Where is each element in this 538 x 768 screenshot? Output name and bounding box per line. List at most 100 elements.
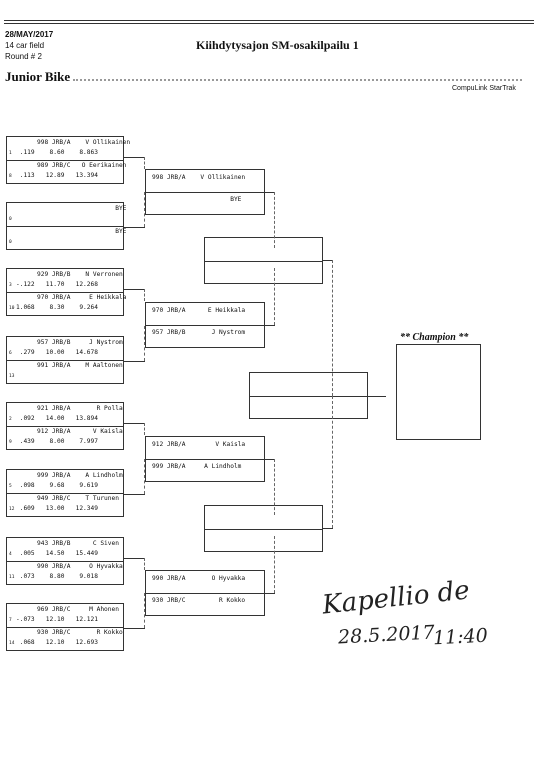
bracket-connector-vertical <box>144 593 145 628</box>
bracket-connector-vertical <box>144 558 145 570</box>
run-times: .439 8.00 7.997 <box>16 438 98 445</box>
bracket-connector-vertical <box>332 396 333 528</box>
bracket-connector-vertical <box>144 326 145 361</box>
racer-entry: BYE <box>37 228 127 235</box>
racer-entry: 949 JRB/C T Turunen <box>37 495 119 502</box>
lane-number: 7 <box>9 618 12 623</box>
lane-number: 0 <box>9 217 12 222</box>
run-times: -.073 12.10 12.121 <box>16 616 98 623</box>
run-times: .005 14.50 15.449 <box>16 550 98 557</box>
header-date: 28/MAY/2017 <box>5 30 54 39</box>
run-times: .119 8.60 8.863 <box>16 149 98 156</box>
racer-entry: 930 JRB/C R Kokko <box>152 597 246 604</box>
racer-entry: 989 JRB/C O Eerikainen <box>37 162 127 169</box>
round2-match-2-lane-1: 970 JRB/A E Heikkala <box>146 303 264 326</box>
racer-entry: 921 JRB/A R Polla <box>37 405 123 412</box>
bracket-connector <box>368 396 386 397</box>
bracket-connector <box>124 157 145 158</box>
round2-match-1-lane-2: BYE <box>146 192 264 214</box>
final-box <box>249 372 368 419</box>
bracket-connector-vertical <box>274 459 275 515</box>
lane-number: 10 <box>9 306 15 311</box>
racer-entry: 969 JRB/C M Ahonen <box>37 606 119 613</box>
round2-match-3-lane-1: 912 JRB/A V Kaisla <box>146 437 264 460</box>
lane-number: 11 <box>9 575 15 580</box>
round2-match-4-lane-1: 990 JRB/A O Hyvakka <box>146 571 264 594</box>
run-times: .279 10.00 14.678 <box>16 349 98 356</box>
final-lane-2 <box>250 396 367 419</box>
bracket-connector-vertical <box>144 459 145 494</box>
run-times: .609 13.00 12.349 <box>16 505 98 512</box>
lane-number: 13 <box>9 374 15 379</box>
racer-entry: 970 JRB/A E Heikkala <box>152 307 246 314</box>
racer-entry: 998 JRB/A V Ollikainen <box>152 174 246 181</box>
racer-entry: 912 JRB/A V Kaisla <box>37 428 123 435</box>
lane-number: 0 <box>9 240 12 245</box>
round2-match-4-lane-2: 930 JRB/C R Kokko <box>146 593 264 615</box>
run-times: .113 12.89 13.394 <box>16 172 98 179</box>
lane-number: 8 <box>9 174 12 179</box>
round2-match-1: 998 JRB/A V Ollikainen BYE <box>145 169 265 215</box>
class-title: Junior Bike <box>5 69 71 84</box>
racer-entry: 998 JRB/A V Ollikainen <box>37 139 131 146</box>
bracket-connector-vertical <box>144 289 145 301</box>
round1-match-4-lane-1: 957 JRB/B J Nystrom 6 .279 10.00 14.678 <box>7 337 123 361</box>
header-field: 14 car field <box>5 41 45 50</box>
bracket-connector <box>265 325 275 326</box>
bracket-connector <box>124 423 145 424</box>
racer-entry: 999 JRB/A A Lindholm <box>152 463 242 470</box>
racer-entry: 999 JRB/A A Lindholm <box>37 472 123 479</box>
brand-label: CompuLink StarTrak <box>452 85 516 92</box>
round2-match-3: 912 JRB/A V Kaisla 999 JRB/A A Lindholm <box>145 436 265 482</box>
round1-match-2-lane-2: BYE 0 <box>7 226 127 249</box>
round2-match-1-lane-1: 998 JRB/A V Ollikainen <box>146 170 264 193</box>
racer-entry: 957 JRB/B J Nystrom <box>37 339 123 346</box>
bracket-connector <box>124 361 145 362</box>
event-title: Kiihdytysajon SM-osakilpailu 1 <box>196 38 359 52</box>
champion-box <box>396 344 481 440</box>
semifinal-box-2 <box>204 505 323 552</box>
bracket-connector-vertical <box>144 157 145 169</box>
bracket-connector <box>124 628 145 629</box>
semifinal-1-lane-2 <box>205 261 322 284</box>
bracket-connector <box>124 494 145 495</box>
racer-entry: 970 JRB/A E Heikkala <box>37 294 127 301</box>
round2-match-2: 970 JRB/A E Heikkala 957 JRB/B J Nystrom <box>145 302 265 348</box>
lane-number: 6 <box>9 351 12 356</box>
champion-label: ** Champion ** <box>400 332 469 343</box>
bracket-connector-vertical <box>332 260 333 396</box>
racer-entry: 943 JRB/B C Siven <box>37 540 119 547</box>
lane-number: 14 <box>9 641 15 646</box>
round1-match-6-lane-2: 949 JRB/C T Turunen 12 .609 13.00 12.349 <box>7 493 123 516</box>
lane-number: 12 <box>9 507 15 512</box>
bracket-connector-vertical <box>144 423 145 435</box>
racer-entry: 929 JRB/B N Verronen <box>37 271 123 278</box>
bracket-connector <box>124 289 145 290</box>
signature-time: 11:40 <box>432 624 489 650</box>
semifinal-box-1 <box>204 237 323 284</box>
bracket-connector <box>124 227 145 228</box>
round2-match-2-lane-2: 957 JRB/B J Nystrom <box>146 325 264 347</box>
bracket-connector <box>265 593 275 594</box>
racer-entry: 990 JRB/A O Hyvakka <box>152 575 246 582</box>
semifinal-2-lane-1 <box>205 506 322 530</box>
signature-name: Kapellio de <box>320 575 472 621</box>
racer-entry: 912 JRB/A V Kaisla <box>152 441 246 448</box>
semifinal-1-lane-1 <box>205 238 322 262</box>
round1-match-8-lane-1: 969 JRB/C M Ahonen 7 -.073 12.10 12.121 <box>7 604 123 628</box>
lane-number: 9 <box>9 440 12 445</box>
